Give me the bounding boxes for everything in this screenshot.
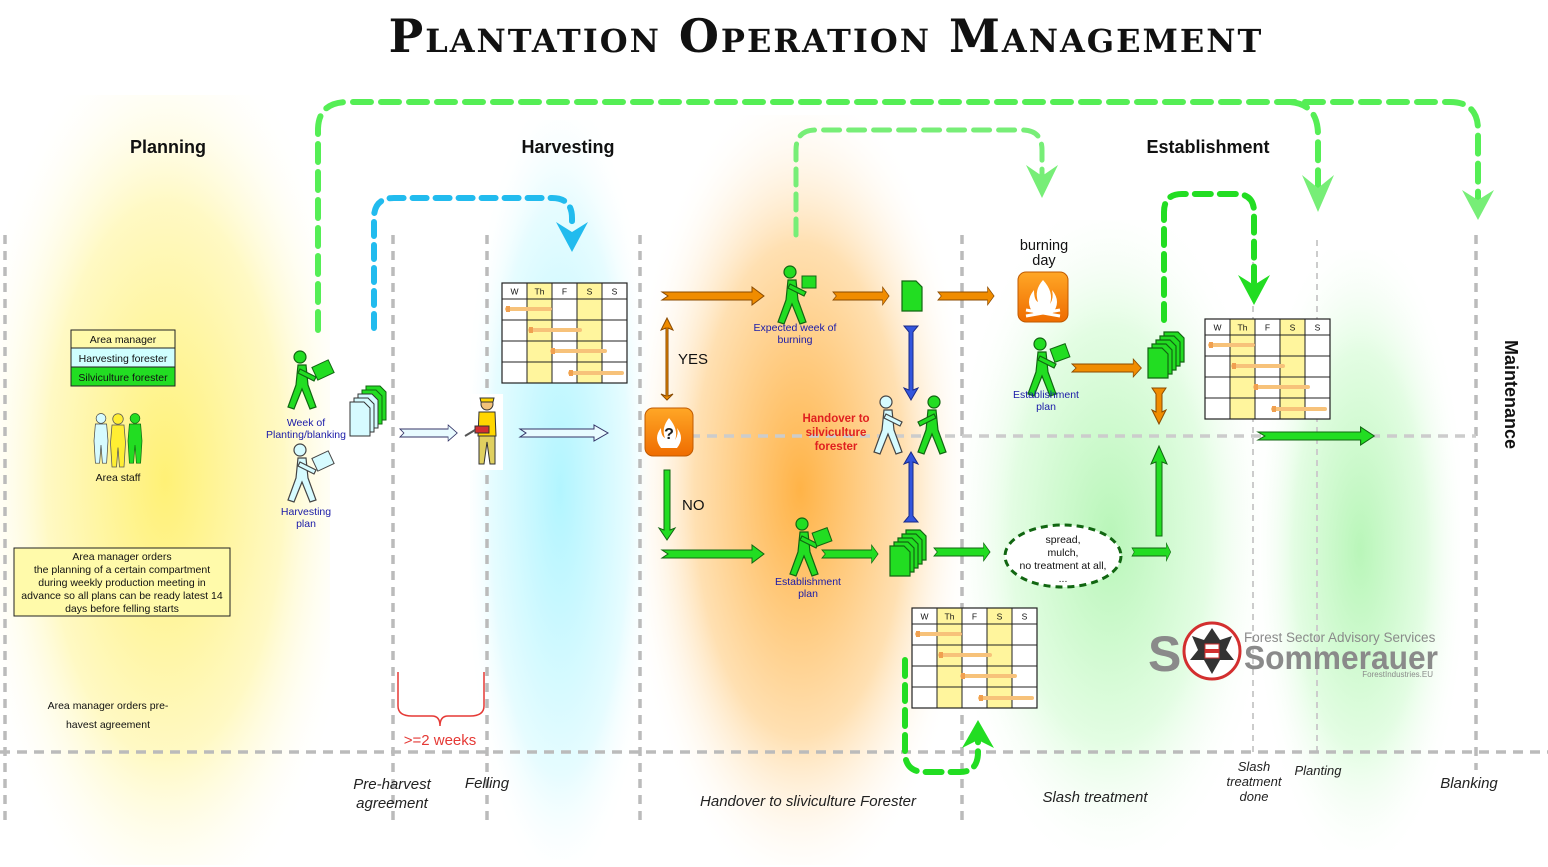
- area-staff-label: Area staff: [96, 472, 141, 484]
- establishment-plan-person: [789, 517, 833, 577]
- phase-harvesting: Harvesting: [521, 137, 614, 157]
- burning-day-icon: [1017, 271, 1069, 323]
- calendar-header: F: [972, 612, 977, 622]
- slash-up-arrow: [1150, 444, 1168, 537]
- two-weeks-label: >=2 weeks: [404, 732, 477, 749]
- timeline-dividers: [3, 235, 1478, 820]
- phase-planning: Planning: [130, 137, 206, 157]
- yes-label: YES: [678, 351, 708, 368]
- calendar-header: S: [997, 612, 1003, 622]
- to-handover-arrow-up: [902, 451, 920, 523]
- calendar-header: Th: [535, 287, 545, 297]
- calendar-header: Th: [1238, 323, 1248, 333]
- harvesting-calendar: W Th F S S: [500, 281, 629, 385]
- feller-chainsaw-icon: [464, 394, 503, 470]
- milestone-slash-treatment: Slash treatment: [1042, 789, 1148, 806]
- expected-burning-person: [777, 265, 817, 325]
- calendar-header: W: [510, 287, 518, 297]
- calendar-header: F: [562, 287, 567, 297]
- milestone-planting: Planting: [1295, 763, 1343, 778]
- calendar-header: F: [1265, 323, 1270, 333]
- legend-area-manager: Area manager: [90, 334, 157, 346]
- svg-text:S: S: [1148, 626, 1181, 682]
- harvesting-band: [470, 120, 650, 860]
- svg-text:?: ?: [664, 426, 674, 443]
- two-weeks-brace: [397, 672, 485, 727]
- calendar-header: W: [1213, 323, 1221, 333]
- legend-harvesting-forester: Harvesting forester: [79, 353, 168, 365]
- harvesting-plan-person: [287, 443, 335, 503]
- phase-establishment: Establishment: [1146, 137, 1269, 157]
- slash-options-ellipse: [1003, 523, 1123, 589]
- area-manager-orders-note: [13, 547, 231, 617]
- milestone-handover: Handover to sliviculture Forester: [700, 793, 917, 810]
- slash-band: [960, 220, 1260, 850]
- background-bands: [0, 95, 1460, 865]
- docs-down-arrow: [1150, 387, 1168, 426]
- to-felling-arrow: [399, 424, 458, 442]
- milestone-blanking: Blanking: [1440, 775, 1498, 792]
- calendar-header: S: [587, 287, 593, 297]
- logo-tagline: Forest Sector Advisory Services: [1244, 630, 1436, 645]
- burn-decision-icon: ?: [644, 407, 694, 457]
- logo-url: ForestIndustries.EU: [1362, 670, 1433, 679]
- planting-week-person: [287, 350, 335, 410]
- role-legend: Area manager Harvesting forester Silvicu…: [70, 329, 176, 387]
- to-handover-arrow-down: [902, 325, 920, 401]
- no-arrow: [657, 469, 677, 541]
- calendar-header: S: [1290, 323, 1296, 333]
- area-staff-icon: [93, 413, 143, 468]
- plan-documents-stack: [349, 385, 387, 437]
- calendar-header: S: [612, 287, 618, 297]
- calendar-header: S: [1315, 323, 1321, 333]
- legend-silviculture-forester: Silviculture forester: [78, 372, 168, 384]
- milestone-felling: Felling: [465, 775, 510, 792]
- pre-harvest-orders-text: Area manager orders pre-havest agreement: [48, 700, 169, 731]
- establishment-plan-upper-person: [1027, 337, 1071, 397]
- burning-doc: [901, 280, 923, 312]
- calendar-header: W: [920, 612, 928, 622]
- logo-name: Sommerauer: [1244, 639, 1438, 676]
- feedback-arrows: [315, 99, 1481, 775]
- page-title: Plantation Operation Management: [389, 9, 1264, 63]
- sommerauer-logo: S Forest Sector Advisory Services Sommer…: [1148, 621, 1438, 682]
- calendar-header: S: [1022, 612, 1028, 622]
- no-label: NO: [682, 497, 705, 514]
- calendar-header: Th: [945, 612, 955, 622]
- planning-band: [0, 95, 330, 865]
- yes-arrow: [659, 316, 675, 401]
- slash-options-text: spread,mulch,no treatment at all,...: [1020, 534, 1107, 585]
- slash-calendar: W Th F S S: [910, 606, 1039, 710]
- planting-calendar: W Th F S S: [1203, 317, 1332, 421]
- phase-maintenance: Maintenance: [1501, 340, 1521, 449]
